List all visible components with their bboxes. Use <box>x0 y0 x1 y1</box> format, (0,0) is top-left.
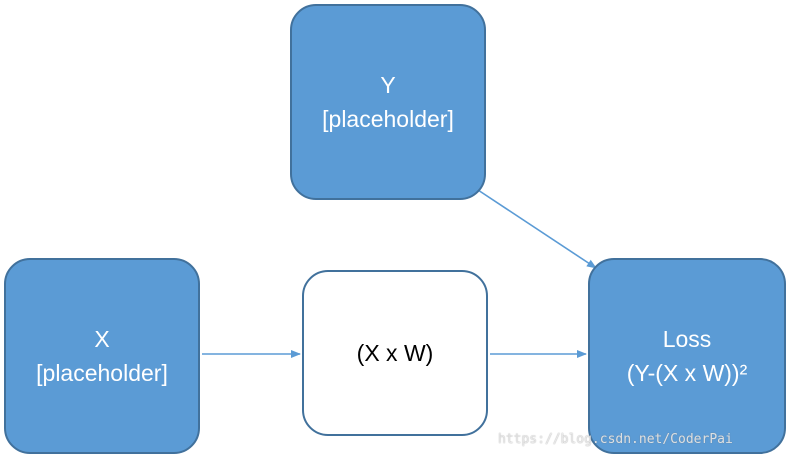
watermark-url: https://blog.csdn.net/CoderPai <box>498 432 733 447</box>
node-loss: Loss (Y-(X x W))² <box>588 258 786 454</box>
node-y-placeholder: Y [placeholder] <box>290 4 486 200</box>
node-y-subtitle: [placeholder] <box>322 106 454 132</box>
node-loss-title: Loss <box>662 326 712 352</box>
node-x-times-w: (X x W) <box>302 270 488 436</box>
node-loss-formula: (Y-(X x W))² <box>626 360 748 386</box>
node-x-title: X <box>94 326 110 352</box>
edge-y-to-loss <box>477 189 597 269</box>
node-xw-label: (X x W) <box>356 340 434 366</box>
node-x-subtitle: [placeholder] <box>36 360 168 386</box>
node-y-title: Y <box>380 72 396 98</box>
node-x-placeholder: X [placeholder] <box>4 258 200 454</box>
